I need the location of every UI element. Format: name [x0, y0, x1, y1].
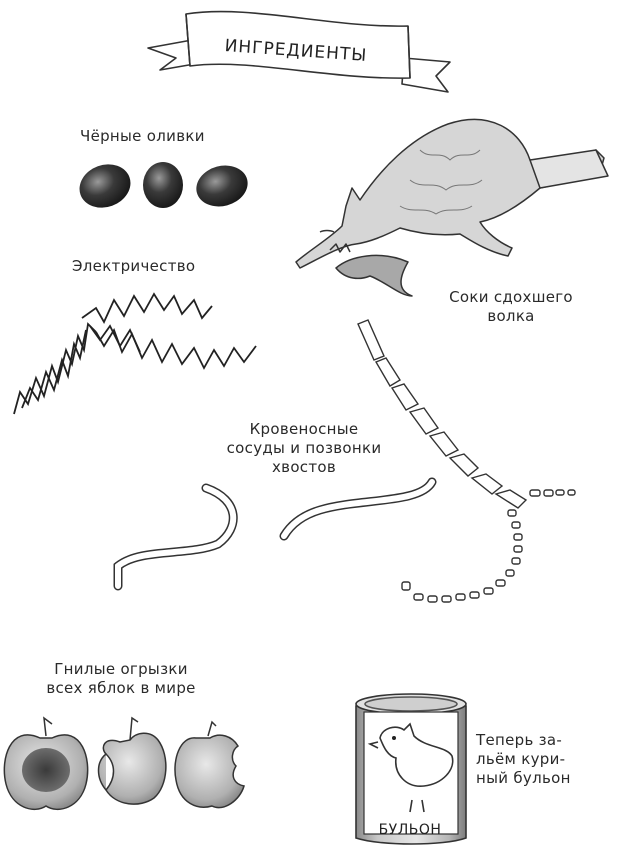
broth-line-3: ный бульон [476, 769, 571, 787]
black-olives [79, 162, 248, 208]
broth-line-1: Теперь за- [476, 731, 563, 749]
apple-icon [97, 716, 167, 805]
olive-icon [143, 162, 183, 208]
wolf-juice-label: Соки сдохшего волка [426, 288, 596, 326]
wolf-juice-line-2: волка [487, 307, 535, 325]
broth-line-2: льём кури- [476, 750, 566, 768]
electricity-icon [13, 292, 257, 415]
broth-can-icon [355, 693, 467, 845]
vessels-line-2: сосуды и позвонки [226, 439, 382, 457]
apple-icon [174, 720, 245, 809]
vessels-label: Кровеносные сосуды и позвонки хвостов [204, 420, 404, 477]
can-label: БУЛЬОН [379, 822, 442, 838]
electricity-label: Электричество [72, 257, 196, 275]
vessels-line-1: Кровеносные [249, 420, 359, 438]
olive-icon [79, 164, 131, 208]
banner-ribbon [147, 10, 451, 93]
rotten-apple-cores [3, 716, 245, 811]
apples-label: Гнилые огрызки всех яблок в мире [16, 660, 226, 698]
vessels-line-3: хвостов [272, 458, 336, 476]
olives-label: Чёрные оливки [80, 127, 205, 145]
apples-line-2: всех яблок в мире [46, 679, 196, 697]
apple-icon [3, 716, 89, 811]
dead-wolf-icon [295, 118, 609, 297]
wolf-juice-line-1: Соки сдохшего [449, 288, 573, 306]
broth-label: Теперь за- льём кури- ный бульон [476, 731, 616, 788]
tail-vertebrae-icon [357, 319, 576, 603]
chicken-icon [379, 722, 454, 787]
olive-icon [196, 165, 248, 207]
apples-line-1: Гнилые огрызки [54, 660, 188, 678]
